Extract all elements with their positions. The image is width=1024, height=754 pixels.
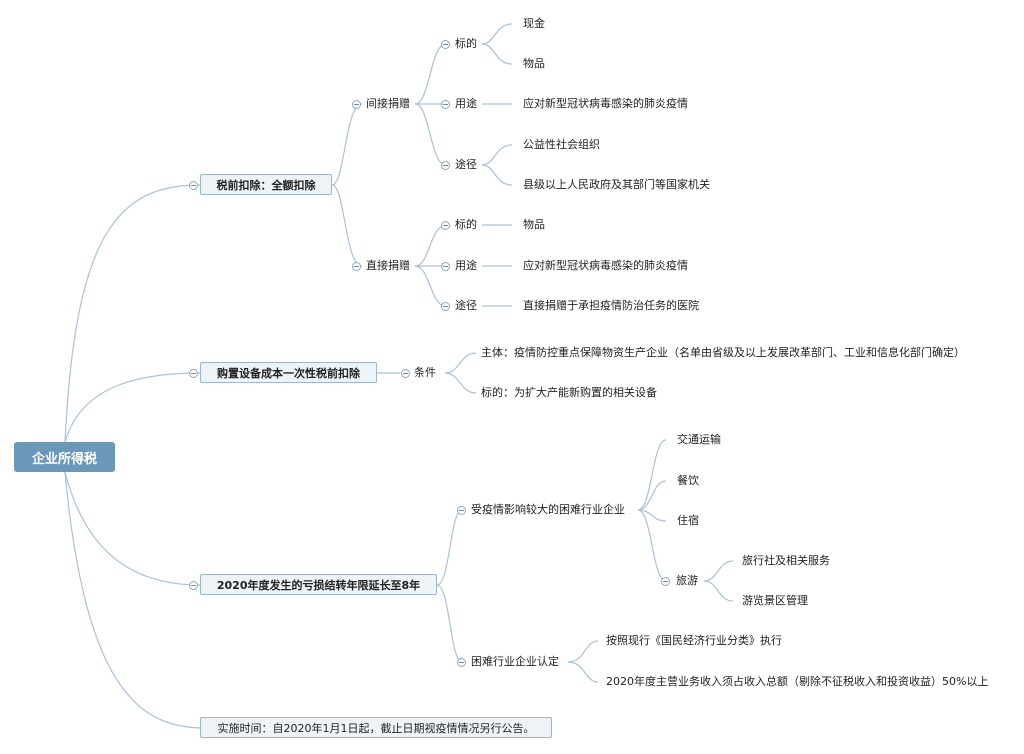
leaf-use[interactable]: 应对新型冠状病毒感染的肺炎疫情 [523, 97, 688, 110]
branch-label: 购置设备成本一次性税前扣除 [217, 366, 360, 380]
branch-label: 实施时间：自2020年1月1日起，截止日期视疫情情况另行公告。 [217, 721, 535, 735]
leaf-catering[interactable]: 餐饮 [677, 474, 699, 487]
branch-loss-carryforward[interactable]: 2020年度发生的亏损结转年限延长至8年 [200, 574, 437, 595]
collapse-toggle-affected[interactable] [457, 506, 466, 515]
node-channel[interactable]: 途径 [455, 158, 477, 171]
leaf-scenic-area[interactable]: 游览景区管理 [742, 594, 808, 607]
collapse-toggle-use[interactable] [441, 100, 450, 109]
collapse-toggle-recognition[interactable] [457, 658, 466, 667]
node-target[interactable]: 标的 [455, 37, 477, 50]
leaf-direct-use[interactable]: 应对新型冠状病毒感染的肺炎疫情 [523, 259, 688, 272]
collapse-toggle-direct-target[interactable] [441, 221, 450, 230]
branch-label: 2020年度发生的亏损结转年限延长至8年 [216, 578, 421, 592]
collapse-toggle-b1[interactable] [189, 181, 198, 190]
node-direct-target[interactable]: 标的 [455, 218, 477, 231]
collapse-toggle-tourism[interactable] [661, 577, 670, 586]
leaf-direct-channel[interactable]: 直接捐赠于承担疫情防治任务的医院 [523, 299, 699, 312]
root-node[interactable]: 企业所得税 [14, 442, 115, 472]
collapse-toggle-target[interactable] [441, 40, 450, 49]
leaf-revenue-share[interactable]: 2020年度主营业务收入须占收入总额（剔除不征税收入和投资收益）50%以上 [606, 675, 989, 688]
collapse-toggle-direct-use[interactable] [441, 262, 450, 271]
node-direct-use[interactable]: 用途 [455, 259, 477, 272]
root-label: 企业所得税 [31, 451, 97, 467]
collapse-toggle-channel[interactable] [441, 161, 450, 170]
leaf-lodging[interactable]: 住宿 [677, 514, 699, 527]
leaf-travel-agency[interactable]: 旅行社及相关服务 [742, 554, 830, 567]
branch-equipment-deduction[interactable]: 购置设备成本一次性税前扣除 [200, 362, 377, 383]
node-tourism[interactable]: 旅游 [676, 574, 698, 587]
leaf-condition-target[interactable]: 标的：为扩大产能新购置的相关设备 [481, 386, 657, 399]
collapse-toggle-b2[interactable] [189, 369, 198, 378]
collapse-toggle-direct[interactable] [352, 262, 361, 271]
branch-label: 税前扣除：全额扣除 [216, 178, 316, 192]
leaf-channel-1[interactable]: 公益性社会组织 [523, 138, 600, 151]
leaf-classification[interactable]: 按照现行《国民经济行业分类》执行 [606, 634, 782, 647]
node-direct-donation[interactable]: 直接捐赠 [366, 259, 410, 272]
leaf-cash[interactable]: 现金 [523, 17, 545, 30]
leaf-channel-2[interactable]: 县级以上人民政府及其部门等国家机关 [523, 178, 710, 191]
collapse-toggle-condition[interactable] [401, 369, 410, 378]
collapse-toggle-indirect[interactable] [352, 100, 361, 109]
leaf-direct-goods[interactable]: 物品 [523, 218, 545, 231]
branch-effective-date[interactable]: 实施时间：自2020年1月1日起，截止日期视疫情情况另行公告。 [200, 717, 552, 738]
branch-pre-tax-deduction[interactable]: 税前扣除：全额扣除 [200, 174, 332, 195]
node-recognition[interactable]: 困难行业企业认定 [471, 655, 559, 668]
collapse-toggle-direct-channel[interactable] [441, 302, 450, 311]
leaf-condition-subject[interactable]: 主体：疫情防控重点保障物资生产企业（名单由省级及以上发展改革部门、工业和信息化部… [481, 346, 965, 359]
node-indirect-donation[interactable]: 间接捐赠 [366, 97, 410, 110]
node-use[interactable]: 用途 [455, 97, 477, 110]
collapse-toggle-b3[interactable] [189, 581, 198, 590]
leaf-goods[interactable]: 物品 [523, 57, 545, 70]
node-affected-industries[interactable]: 受疫情影响较大的困难行业企业 [471, 503, 625, 516]
node-condition[interactable]: 条件 [414, 366, 436, 379]
node-direct-channel[interactable]: 途径 [455, 299, 477, 312]
leaf-transport[interactable]: 交通运输 [677, 433, 721, 446]
